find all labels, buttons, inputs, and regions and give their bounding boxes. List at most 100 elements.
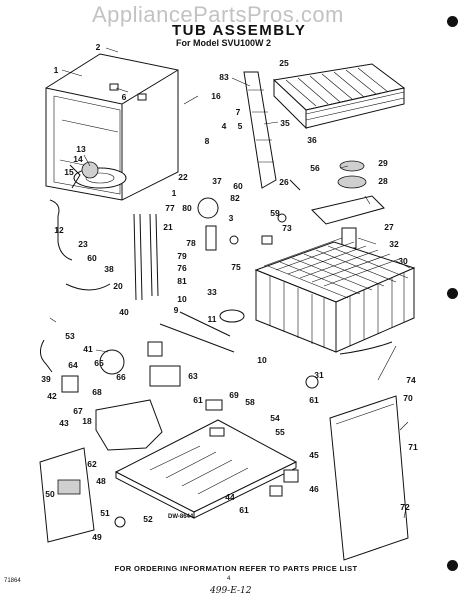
page-number: 4 [227,576,231,582]
callout-7: 7 [235,106,241,117]
callout-33: 33 [207,286,217,297]
callout-51: 51 [100,507,110,518]
leader-lines [49,47,411,519]
misc-parts [114,179,319,528]
callout-20: 20 [113,280,123,291]
callout-16: 16 [211,90,221,101]
callout-31: 31 [314,369,324,380]
callout-11: 11 [207,313,217,324]
callout-63: 63 [188,370,198,381]
callout-1: 1 [53,64,59,75]
callout-10: 10 [177,293,187,304]
control-parts [61,309,245,411]
callout-68: 68 [92,386,102,397]
callout-54: 54 [270,412,280,423]
door-panel [329,395,409,561]
callout-55: 55 [275,426,285,437]
callout-28: 28 [378,175,388,186]
diagram-subtitle: For Model SVU100W 2 [176,38,272,48]
lower-rack [254,237,416,353]
callout-15: 15 [64,166,74,177]
callout-46: 46 [309,483,319,494]
callout-76: 76 [177,262,187,273]
callout-18: 18 [82,415,92,426]
callout-60: 60 [233,180,243,191]
callout-77: 77 [165,202,175,213]
callout-49: 49 [92,531,102,542]
callout-61-bottom: 61 [239,504,249,515]
callout-70: 70 [403,392,413,403]
callout-43: 43 [59,417,69,428]
callout-32: 32 [389,238,399,249]
callout-27: 27 [384,221,394,232]
callout-6: 6 [121,91,127,102]
callout-61: 61 [193,394,203,405]
callout-2: 2 [95,41,101,52]
callout-62: 62 [87,458,97,469]
base-frame [114,419,298,519]
callout-10-lower: 10 [257,354,267,365]
callout-25: 25 [279,57,289,68]
callout-50: 50 [45,488,55,499]
callout-30: 30 [398,255,408,266]
callout-71: 71 [408,441,418,452]
callout-73: 73 [282,222,292,233]
callout-78: 78 [186,237,196,248]
callout-44: 44 [225,491,235,502]
ordering-note: FOR ORDERING INFORMATION REFER TO PARTS … [114,564,358,573]
callout-23: 23 [78,238,88,249]
callout-12: 12 [54,224,64,235]
callout-3: 3 [228,212,234,223]
callout-56: 56 [310,162,320,173]
callout-61-right: 61 [309,394,319,405]
callout-79: 79 [177,250,187,261]
callout-74: 74 [406,374,416,385]
diagram-title: TUB ASSEMBLY [172,22,307,39]
callout-1-lower: 1 [171,187,177,198]
spray-arm [197,160,385,251]
document-code: 71864 [4,578,21,584]
front-shield [95,399,163,451]
punch-hole-top [447,16,458,27]
callout-65: 65 [94,357,104,368]
callout-80: 80 [182,202,192,213]
callout-21: 21 [163,221,173,232]
callout-53: 53 [65,330,75,341]
callout-13: 13 [76,143,86,154]
callout-39: 39 [41,373,51,384]
callout-82: 82 [230,192,240,203]
callout-59: 59 [270,207,280,218]
callout-38: 38 [104,263,114,274]
drawing-number: DW-8644 [168,514,194,520]
callout-67: 67 [73,405,83,416]
watermark: AppliancePartsPros.com [92,2,344,27]
callout-52: 52 [143,513,153,524]
callout-64: 64 [68,359,78,370]
punch-hole-bottom [447,560,458,571]
callout-35: 35 [280,117,290,128]
callout-45: 45 [309,449,319,460]
hoses-and-tubing [40,199,393,373]
callout-22: 22 [178,171,188,182]
callout-5: 5 [237,120,243,131]
handwritten-note: 499-E-12 [210,586,252,596]
callout-4: 4 [221,120,227,131]
callout-60-lower: 60 [87,252,97,263]
callout-36: 36 [307,134,317,145]
pump-motor [39,447,95,543]
callout-41: 41 [83,343,93,354]
callout-26: 26 [279,176,289,187]
callout-83: 83 [219,71,229,82]
callout-69: 69 [229,389,239,400]
punch-hole-middle [447,288,458,299]
callout-42: 42 [47,390,57,401]
callout-48: 48 [96,475,106,486]
callout-8: 8 [204,135,210,146]
callout-75: 75 [231,261,241,272]
callout-81: 81 [177,275,187,286]
rack-track [243,71,277,189]
tub-body [45,53,179,201]
callout-40: 40 [119,306,129,317]
callout-66: 66 [116,371,126,382]
upper-rack [272,63,406,130]
